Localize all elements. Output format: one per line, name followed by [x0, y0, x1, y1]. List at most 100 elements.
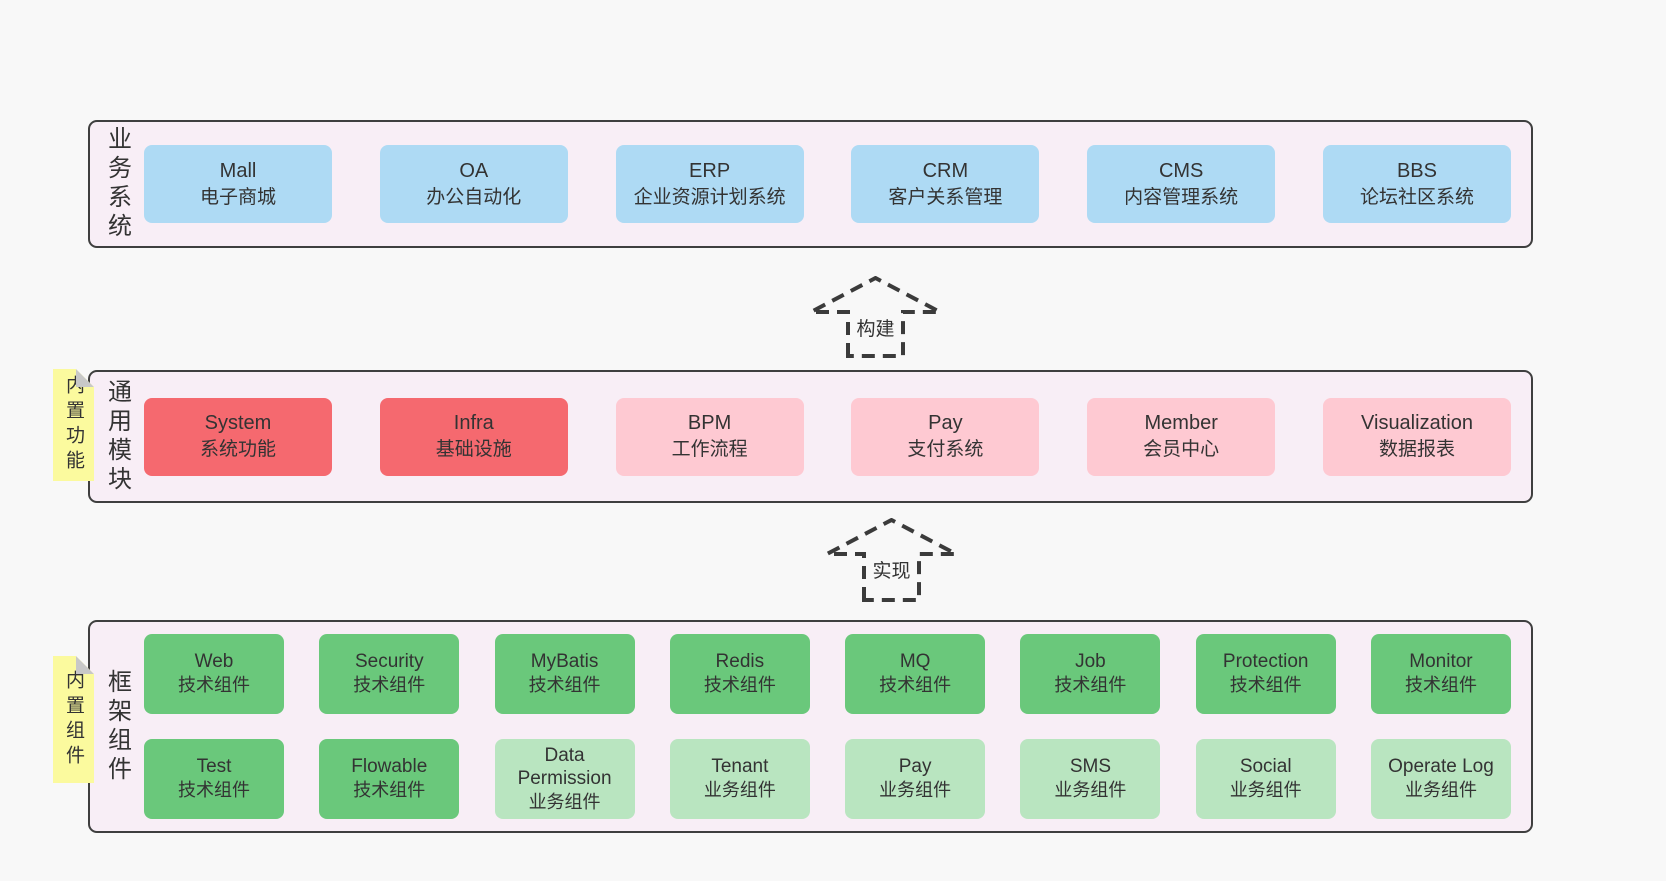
box-security-desc: 技术组件: [353, 675, 426, 696]
box-oa-desc: 办公自动化: [426, 186, 522, 208]
box-bbs-name: BBS: [1396, 159, 1437, 182]
framework-components-panel: 框架组件 Web 技术组件 Security 技术组件 MyBatis 技术组件…: [88, 620, 1533, 833]
box-infra-desc: 基础设施: [435, 439, 512, 461]
box-protection-desc: 技术组件: [1229, 675, 1302, 696]
box-pay-component-desc: 业务组件: [879, 780, 952, 801]
box-flowable-name: Flowable: [351, 756, 428, 778]
builtin-features-note: 内置功能: [53, 369, 94, 481]
box-infra-name: Infra: [453, 412, 494, 435]
business-systems-label: 业务系统: [103, 126, 131, 242]
builtin-features-note-text: 内置功能: [63, 375, 84, 475]
box-member: Member 会员中心: [1087, 397, 1276, 476]
up-arrow-dashed-icon: [810, 276, 941, 358]
box-infra: Infra 基础设施: [379, 397, 568, 476]
box-social-name: Social: [1239, 756, 1292, 778]
box-oa-name: OA: [459, 159, 489, 182]
box-job-desc: 技术组件: [1054, 675, 1127, 696]
box-mall: Mall 电子商城: [144, 145, 332, 223]
box-system: System 系统功能: [144, 397, 332, 476]
box-operate-log-name: Operate Log: [1388, 756, 1494, 778]
business-systems-rows: Mall 电子商城 OA 办公自动化 ERP 企业资源计划系统 CRM 客户关系…: [144, 122, 1531, 246]
box-job: Job 技术组件: [1020, 634, 1161, 714]
box-mq-name: MQ: [899, 651, 931, 673]
builtin-components-note-text: 内置组件: [63, 669, 84, 770]
box-cms-name: CMS: [1158, 159, 1204, 182]
up-arrow-dashed-icon: [826, 518, 957, 602]
framework-row-2: Test 技术组件 Flowable 技术组件 Data Permission …: [144, 739, 1511, 819]
box-monitor: Monitor 技术组件: [1370, 634, 1511, 714]
box-social: Social 业务组件: [1195, 739, 1336, 819]
box-bpm: BPM 工作流程: [615, 397, 804, 476]
box-crm-desc: 客户关系管理: [888, 186, 1003, 208]
business-systems-row: Mall 电子商城 OA 办公自动化 ERP 企业资源计划系统 CRM 客户关系…: [144, 145, 1511, 223]
box-web-desc: 技术组件: [178, 675, 250, 696]
box-data-permission-desc: 业务组件: [528, 792, 601, 813]
box-visualization-name: Visualization: [1361, 412, 1473, 435]
build-arrow-label: 构建: [853, 314, 898, 341]
box-crm: CRM 客户关系管理: [851, 145, 1040, 223]
box-redis: Redis 技术组件: [669, 634, 810, 714]
box-security: Security 技术组件: [319, 634, 460, 714]
box-sms-desc: 业务组件: [1054, 780, 1127, 801]
box-mq: MQ 技术组件: [845, 634, 986, 714]
box-operate-log: Operate Log 业务组件: [1370, 739, 1511, 819]
box-flowable-desc: 技术组件: [353, 780, 426, 801]
box-visualization: Visualization 数据报表: [1322, 397, 1511, 476]
box-bbs-desc: 论坛社区系统: [1359, 186, 1474, 208]
box-oa: OA 办公自动化: [379, 145, 568, 223]
framework-components-label: 框架组件: [103, 668, 131, 785]
box-monitor-desc: 技术组件: [1404, 675, 1477, 696]
box-operate-log-desc: 业务组件: [1404, 780, 1477, 801]
box-job-name: Job: [1075, 651, 1106, 673]
build-arrow: 构建: [808, 276, 943, 358]
box-mq-desc: 技术组件: [879, 675, 952, 696]
box-protection-name: Protection: [1222, 651, 1309, 673]
box-cms: CMS 内容管理系统: [1087, 145, 1276, 223]
box-tenant-desc: 业务组件: [703, 780, 776, 801]
common-modules-panel: 通用模块 System 系统功能 Infra 基础设施 BPM 工作流程 Pay…: [88, 370, 1533, 503]
box-bpm-name: BPM: [687, 412, 732, 435]
box-erp-desc: 企业资源计划系统: [633, 186, 786, 208]
box-test-name: Test: [196, 756, 232, 778]
box-data-permission-name: Data Permission: [517, 744, 612, 790]
box-data-permission: Data Permission 业务组件: [494, 739, 635, 819]
builtin-components-note: 内置组件: [53, 656, 94, 783]
box-bbs: BBS 论坛社区系统: [1322, 145, 1511, 223]
box-pay-component-name: Pay: [898, 756, 932, 778]
business-systems-panel: 业务系统 Mall 电子商城 OA 办公自动化 ERP 企业资源计划系统 CRM…: [88, 120, 1533, 248]
box-mybatis-name: MyBatis: [530, 651, 599, 673]
box-flowable: Flowable 技术组件: [319, 739, 460, 819]
box-social-desc: 业务组件: [1229, 780, 1302, 801]
box-tenant: Tenant 业务组件: [669, 739, 810, 819]
implement-arrow-label: 实现: [869, 556, 914, 583]
box-erp: ERP 企业资源计划系统: [615, 145, 804, 223]
implement-arrow: 实现: [824, 518, 959, 602]
box-pay-module-desc: 支付系统: [907, 439, 984, 461]
box-pay-component: Pay 业务组件: [845, 739, 986, 819]
box-mall-name: Mall: [219, 159, 257, 182]
framework-components-rows: Web 技术组件 Security 技术组件 MyBatis 技术组件 Redi…: [144, 622, 1531, 831]
box-sms: SMS 业务组件: [1020, 739, 1161, 819]
box-security-name: Security: [354, 651, 424, 673]
box-mybatis: MyBatis 技术组件: [494, 634, 635, 714]
box-member-name: Member: [1144, 412, 1218, 435]
common-modules-row: System 系统功能 Infra 基础设施 BPM 工作流程 Pay 支付系统…: [144, 397, 1511, 476]
box-system-name: System: [204, 412, 272, 435]
box-member-desc: 会员中心: [1143, 439, 1220, 461]
box-web-name: Web: [194, 651, 234, 673]
box-web: Web 技术组件: [144, 634, 284, 714]
box-mybatis-desc: 技术组件: [528, 675, 601, 696]
box-pay-module: Pay 支付系统: [851, 397, 1040, 476]
box-bpm-desc: 工作流程: [671, 439, 748, 461]
box-redis-desc: 技术组件: [703, 675, 776, 696]
box-redis-name: Redis: [715, 651, 765, 673]
box-crm-name: CRM: [922, 159, 969, 182]
box-tenant-name: Tenant: [711, 756, 769, 778]
box-erp-name: ERP: [689, 159, 731, 182]
box-protection: Protection 技术组件: [1195, 634, 1336, 714]
box-mall-desc: 电子商城: [199, 186, 276, 208]
common-modules-label: 通用模块: [103, 378, 131, 495]
box-cms-desc: 内容管理系统: [1124, 186, 1239, 208]
framework-row-1: Web 技术组件 Security 技术组件 MyBatis 技术组件 Redi…: [144, 634, 1511, 714]
box-system-desc: 系统功能: [199, 439, 276, 461]
